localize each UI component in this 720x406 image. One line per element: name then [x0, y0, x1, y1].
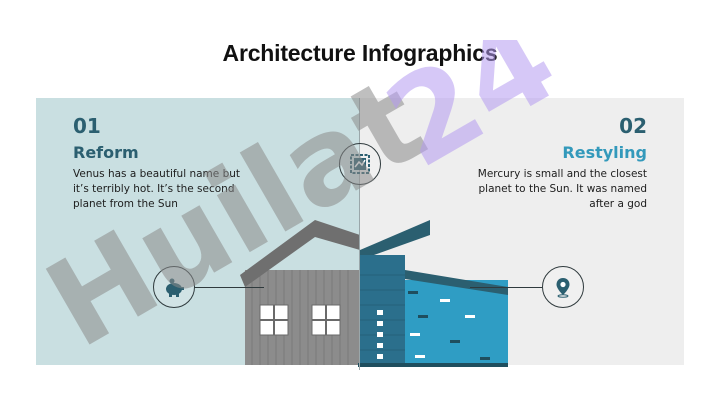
left-heading: Reform [73, 143, 139, 162]
piggy-bank-icon [153, 266, 195, 308]
location-pin-icon [542, 266, 584, 308]
right-number: 02 [619, 114, 647, 138]
slide-title: Architecture Infographics [222, 40, 498, 66]
right-description: Mercury is small and the closest planet … [477, 168, 647, 210]
blueprint-icon [339, 143, 381, 185]
left-number: 01 [73, 114, 101, 138]
house-illustration [240, 220, 508, 367]
left-description: Venus has a beautiful name but it’s terr… [73, 168, 241, 210]
left-connector [194, 287, 264, 288]
right-heading: Restyling [562, 143, 647, 162]
right-connector [470, 287, 542, 288]
center-divider [359, 98, 360, 370]
